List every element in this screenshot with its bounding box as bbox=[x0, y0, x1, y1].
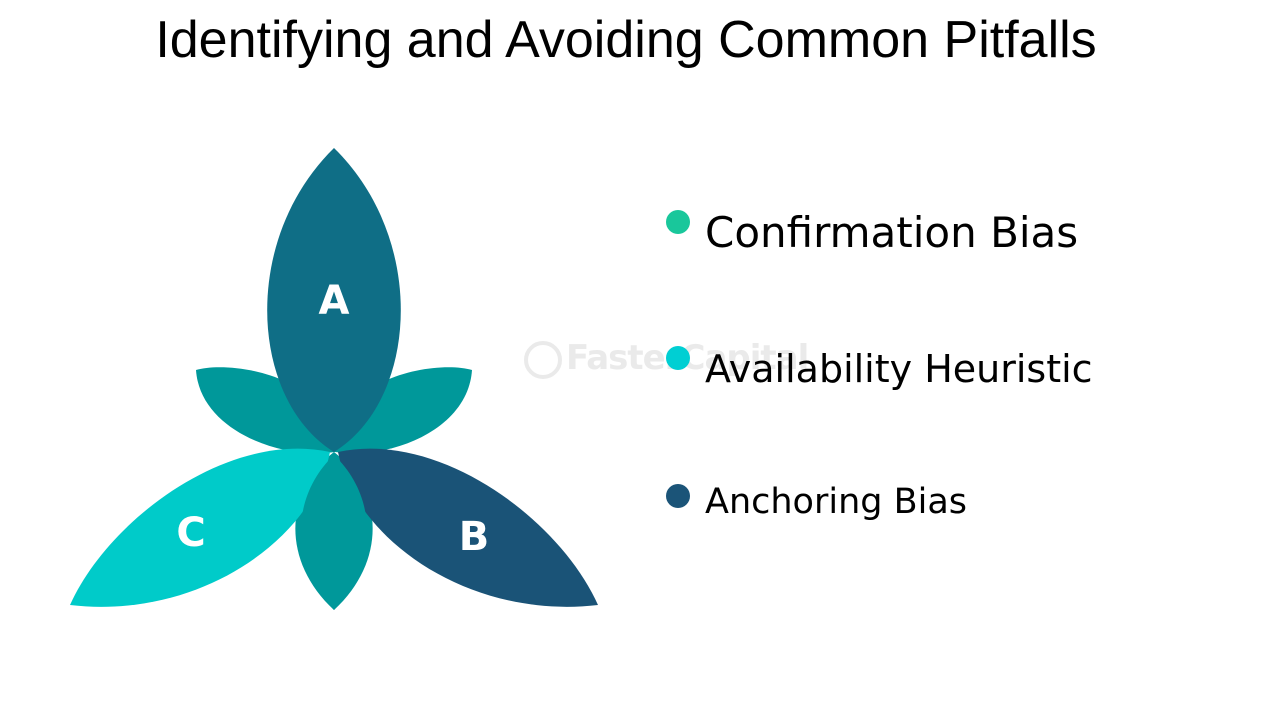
bullet-text: Confirmation Bias bbox=[705, 208, 1079, 257]
bullet-dot-icon bbox=[666, 210, 690, 234]
bullet-dot-icon bbox=[666, 484, 690, 508]
inner-petal-bottom-front bbox=[300, 455, 368, 610]
bullet-text: Anchoring Bias bbox=[705, 482, 968, 522]
slide-title: Identifying and Avoiding Common Pitfalls bbox=[155, 11, 1097, 69]
petal-b-label: B bbox=[459, 514, 490, 560]
petal-diagram: A B C bbox=[70, 148, 598, 610]
petal-a bbox=[267, 148, 401, 452]
inner-petal-right bbox=[335, 367, 472, 454]
petal-c-label: C bbox=[176, 510, 205, 556]
petal-c bbox=[70, 448, 330, 607]
inner-petal-left bbox=[196, 367, 335, 454]
bullet-dot-icon bbox=[666, 346, 690, 370]
petal-a-label: A bbox=[319, 278, 350, 324]
gear-icon bbox=[524, 340, 562, 379]
petal-b bbox=[338, 448, 598, 607]
bullet-text: Availability Heuristic bbox=[705, 347, 1093, 391]
